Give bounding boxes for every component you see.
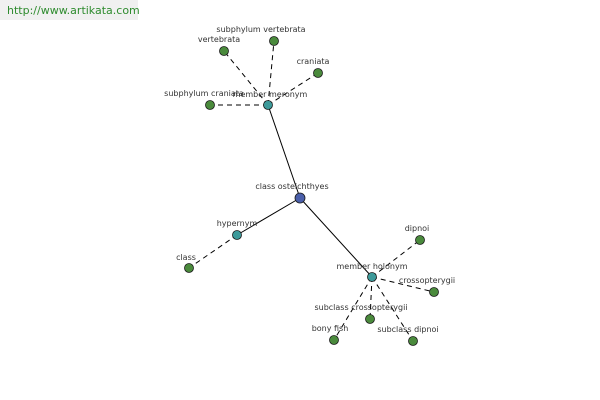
node-crosso[interactable] [429,287,439,297]
labels-layer: class osteichthyes member meronym hypernym… [164,25,455,334]
edge-holo-crosso [371,276,435,293]
edge-center-holo [299,197,373,278]
node-label-center[interactable]: class osteichthyes [255,182,328,191]
node-label-subcran[interactable]: subphylum craniata [164,89,244,98]
edges-layer [188,40,435,342]
node-craniata[interactable] [313,68,323,78]
nodes-layer [184,36,439,346]
node-subcrosso[interactable] [365,314,375,324]
edge-holo-bonyfish [333,276,373,341]
watermark-url[interactable]: http://www.artikata.com [0,0,140,20]
edge-mero-subvert [267,40,275,106]
node-dipnoi[interactable] [415,235,425,245]
node-hyper[interactable] [232,230,242,240]
edge-center-mero [267,104,301,199]
node-label-class[interactable]: class [176,253,196,262]
node-vertebrata[interactable] [219,46,229,56]
node-center[interactable] [294,192,306,204]
edge-center-hyper [236,197,301,236]
node-label-bonyfish[interactable]: bony fish [312,324,349,333]
node-label-hyper[interactable]: hypernym [217,219,258,228]
node-class[interactable] [184,263,194,273]
edge-mero-vertebrata [223,50,269,106]
node-label-craniata[interactable]: craniata [297,57,330,66]
edge-holo-dipnoi [371,239,421,278]
node-label-vertebrata[interactable]: vertebrata [198,35,240,44]
node-bonyfish[interactable] [329,335,339,345]
node-subcran[interactable] [205,100,215,110]
node-label-subdipnoi[interactable]: subclass dipnoi [377,325,438,334]
node-subvert[interactable] [269,36,279,46]
node-label-crosso[interactable]: crossopterygii [399,276,455,285]
edge-hyper-class [188,234,238,269]
node-label-holo[interactable]: member holonym [336,262,407,271]
node-holo[interactable] [367,272,377,282]
node-subdipnoi[interactable] [408,336,418,346]
edge-holo-subcrosso [369,276,373,320]
node-label-subvert[interactable]: subphylum vertebrata [216,25,305,34]
node-label-dipnoi[interactable]: dipnoi [405,224,430,233]
node-label-mero[interactable]: member meronym [233,90,308,99]
node-label-subcrosso[interactable]: subclass crossopterygii [314,303,407,312]
edge-mero-craniata [267,72,319,106]
edge-holo-subdipnoi [371,276,414,342]
node-mero[interactable] [263,100,273,110]
